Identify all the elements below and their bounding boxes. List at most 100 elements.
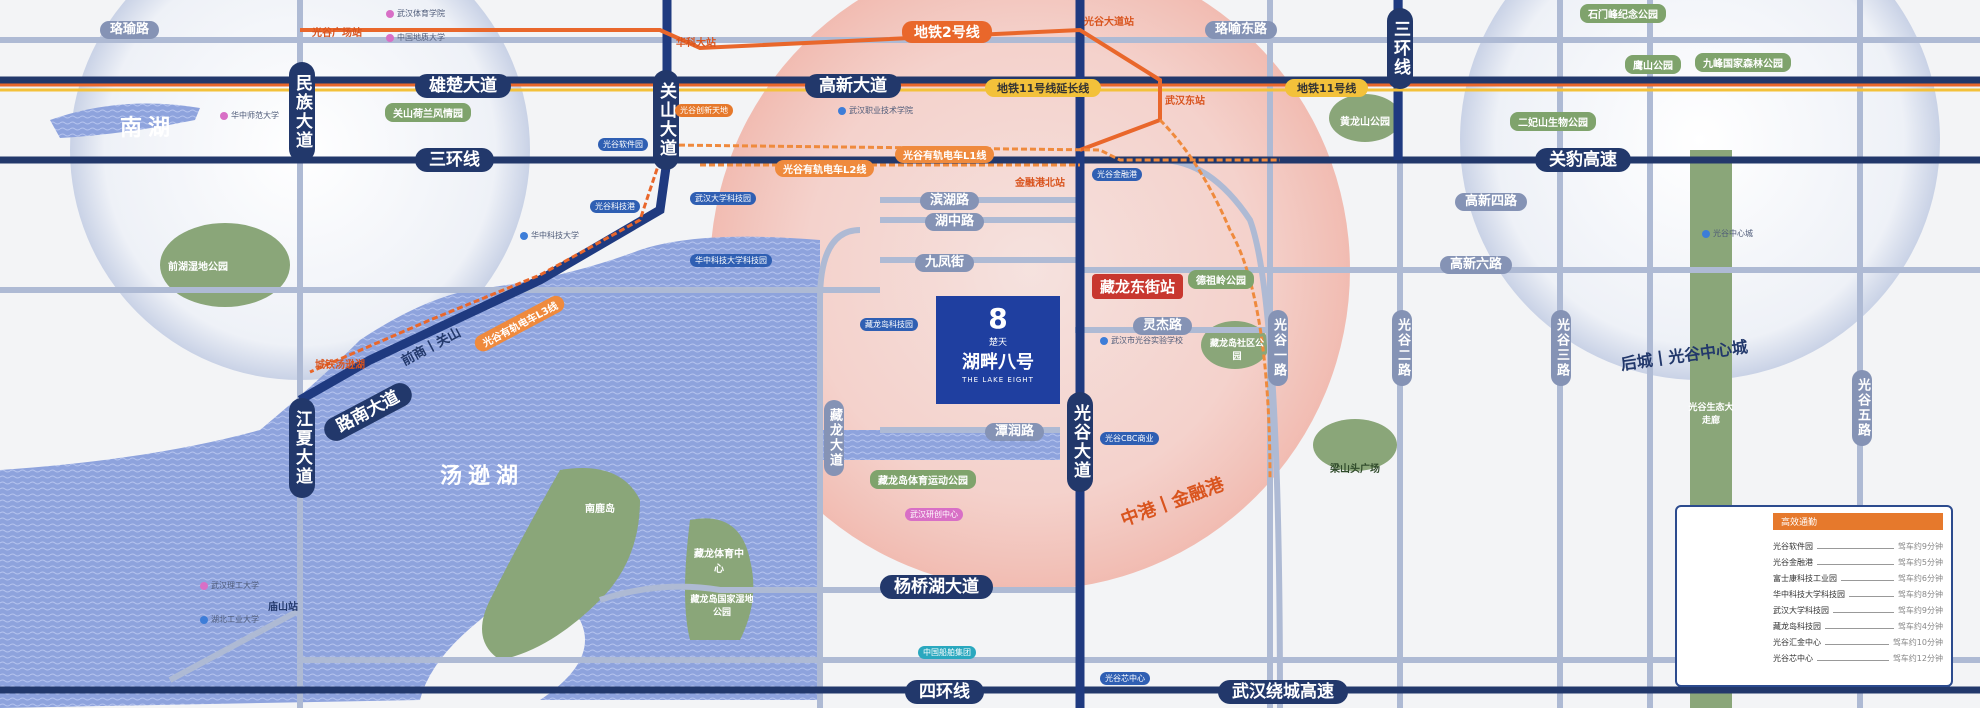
metro-line2: 地铁2号线 [902, 21, 992, 43]
road-guanshan: 关山大道 [653, 70, 679, 170]
station-jinrong: 金融港北站 [1015, 178, 1065, 189]
park-huanglong: 黄龙山公园 [1340, 117, 1390, 128]
road-guangu-san: 光谷三路 [1551, 310, 1571, 386]
park-canglong-shape [685, 518, 754, 640]
road-minzu: 民族大道 [289, 62, 315, 162]
commute-legend: 高效通勤 光谷软件园驾车约9分钟 光谷金融港驾车约5分钟 富士康科技工业园驾车约… [1675, 505, 1953, 687]
park-yingshan: 鹰山公园 [1625, 55, 1681, 74]
building-icon [520, 231, 528, 240]
building-icon [200, 615, 208, 624]
park-nanlu: 南鹿岛 [585, 504, 615, 515]
project-number: 8 [988, 302, 1008, 335]
poi-4[interactable]: 光谷金融港 [1092, 168, 1142, 181]
school-icon [200, 581, 208, 590]
lake-nanhu: 南湖 [120, 116, 177, 141]
road-binhu: 滨湖路 [920, 192, 980, 210]
poi-7[interactable]: 光谷芯中心 [1100, 672, 1150, 685]
road-jiufeng: 九凤街 [915, 254, 975, 272]
metro-tram-l2: 光谷有轨电车L2线 [775, 160, 875, 177]
road-yangqiao: 杨桥湖大道 [880, 575, 993, 599]
road-sihuan: 四环线 [905, 680, 984, 704]
park-guanggu-eco: 光谷生态大走廊 [1688, 403, 1734, 426]
road-gaoxin-si: 高新四路 [1455, 193, 1528, 211]
road-jiangxia: 江夏大道 [289, 398, 315, 498]
park-erfei: 二妃山生物公园 [1510, 112, 1596, 131]
lake-tangxun: 汤逊湖 [440, 464, 525, 489]
legend-row: 光谷汇金中心驾车约10分钟 [1773, 638, 1943, 647]
park-canglong-comm: 藏龙岛社区公园 [1210, 339, 1265, 362]
station-canglong-east: 藏龙东街站 [1092, 274, 1184, 299]
road-guangu-wu: 光谷五路 [1852, 370, 1872, 446]
project-name: 湖畔八号 [962, 352, 1034, 373]
poi-2[interactable]: 华中科技大学科技园 [690, 254, 772, 267]
poi-15[interactable]: 湖北工业大学 [200, 614, 259, 625]
poi-17[interactable]: 武汉职业技术学院 [838, 105, 913, 116]
road-guangu-dadao: 光谷大道 [1067, 392, 1093, 492]
station-huake: 华科大站 [676, 38, 716, 49]
metro-tram-l1: 光谷有轨电车L1线 [895, 146, 995, 163]
park-qianhu: 前湖湿地公园 [168, 262, 228, 273]
park-canglong-wetland: 藏龙岛国家湿地公园 [690, 595, 754, 618]
poi-6[interactable]: 光谷CBC商业 [1100, 432, 1159, 445]
metro-line11: 地铁11号线 [1285, 79, 1369, 97]
road-guangu-er: 光谷二路 [1392, 310, 1412, 386]
building-icon [838, 106, 846, 115]
building-icon [1702, 229, 1710, 238]
road-tanrun: 潭润路 [985, 423, 1045, 441]
road-gaoxin-liu: 高新六路 [1440, 256, 1513, 274]
poi-13[interactable]: 武汉理工大学 [200, 580, 259, 591]
poi-12[interactable]: 中国地质大学 [386, 32, 445, 43]
project-name-en: THE LAKE EIGHT [962, 376, 1034, 384]
poi-9[interactable]: 武汉研创中心 [905, 508, 963, 521]
project-marker[interactable]: 8 楚天 湖畔八号 THE LAKE EIGHT [936, 296, 1060, 404]
road-gaoxin: 高新大道 [805, 74, 901, 98]
project-brand: 楚天 [988, 338, 1007, 348]
park-liangshan: 梁山头广场 [1330, 464, 1380, 475]
park-deyuan: 德祖岭公园 [1188, 270, 1254, 289]
park-huanglong-shape [1329, 94, 1401, 142]
poi-19[interactable]: 光谷中心城 [1702, 228, 1753, 239]
poi-8[interactable]: 中国船舶集团 [918, 646, 976, 659]
road-luodong: 珞喻东路 [1205, 21, 1278, 39]
park-jiufeng: 九峰国家森林公园 [1695, 53, 1791, 72]
road-sanhuan-v: 三环线 [1387, 8, 1413, 89]
road-lingjie: 灵杰路 [1133, 317, 1193, 335]
poi-16[interactable]: 华中科技大学 [520, 230, 579, 241]
station-guanggu-dadao: 光谷大道站 [1084, 17, 1134, 28]
poi-0[interactable]: 光谷软件园 [598, 138, 648, 151]
poi-1[interactable]: 光谷科技港 [590, 200, 640, 213]
school-icon [386, 9, 394, 18]
road-guanbao: 关豹高速 [1535, 148, 1631, 172]
poi-18[interactable]: 武汉市光谷实验学校 [1100, 335, 1183, 346]
poi-10[interactable]: 光谷创新天地 [675, 104, 733, 117]
station-guanggu-sq: 光谷广场站 [312, 28, 362, 39]
poi-3[interactable]: 武汉大学科技园 [690, 192, 756, 205]
road-canglong: 藏龙大道 [824, 400, 844, 476]
station-miaoshan: 庙山站 [268, 602, 298, 613]
park-guanshan: 关山荷兰风情园 [385, 103, 471, 122]
park-shimen: 石门峰纪念公园 [1580, 4, 1666, 23]
poi-14[interactable]: 华中师范大学 [220, 110, 279, 121]
park-canglong-sports-park: 藏龙岛体育运动公园 [870, 470, 976, 489]
school-icon [220, 111, 228, 120]
station-chengtie: 城铁汤逊湖 [315, 360, 365, 371]
road-huzhong: 湖中路 [925, 213, 985, 231]
park-nanlu-shape [482, 468, 640, 660]
park-qianhu-shape [160, 223, 290, 307]
road-guangu-yi: 光谷一路 [1268, 310, 1288, 386]
poi-11[interactable]: 武汉体育学院 [386, 8, 445, 19]
legend-title: 高效通勤 [1773, 513, 1943, 530]
legend-row: 光谷软件园驾车约9分钟 [1773, 542, 1943, 551]
poi-5[interactable]: 藏龙岛科技园 [860, 318, 918, 331]
building-icon [1100, 336, 1108, 345]
station-wuhan-east: 武汉东站 [1165, 96, 1205, 107]
nanhu-water [50, 103, 200, 138]
road-xiongchu: 雄楚大道 [415, 74, 511, 98]
park-liangshan-shape [1313, 419, 1397, 471]
park-canglong-sports: 藏龙体育中心 [694, 549, 744, 575]
tangxun-water [0, 236, 820, 708]
road-luoyu: 珞瑜路 [100, 21, 160, 39]
school-icon [386, 33, 394, 42]
